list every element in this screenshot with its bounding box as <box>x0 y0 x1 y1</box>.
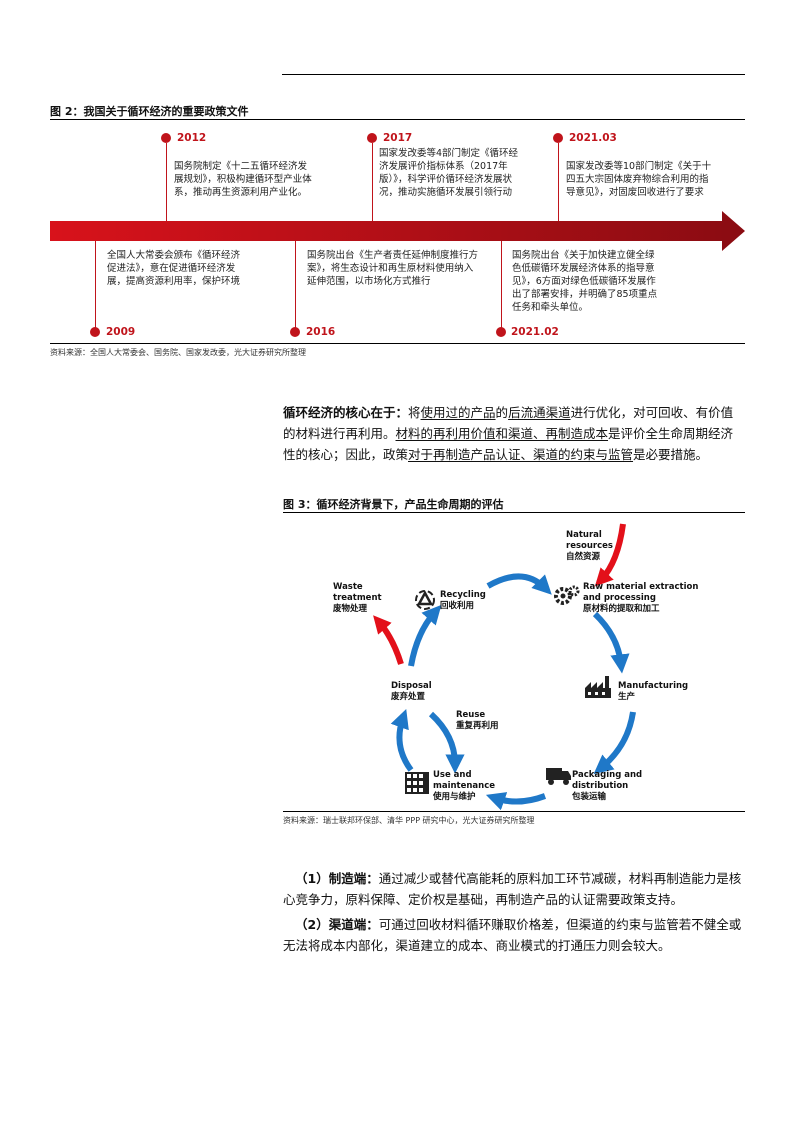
core-seg-5: 材料的再利用价值和渠道、再制造成本 <box>395 426 609 441</box>
point-1-text: 通过减少或替代高能耗的原料加工环节减碳，材料再制造能力是核心竞争力，原料保障、定… <box>283 871 742 907</box>
figure2-source: 资料来源：全国人大常委会、国务院、国家发改委，光大证券研究所整理 <box>50 348 306 357</box>
event-text-2017: 国家发改委等4部门制定《循环经济发展评价指标体系（2017年版）》，科学评价循环… <box>379 148 519 198</box>
lifecycle-diagram <box>373 523 636 810</box>
core-seg-3: 后流通渠道 <box>508 405 571 420</box>
arrow-disposal-to-waste <box>373 615 404 665</box>
figure2-title: 图 2：我国关于循环经济的重要政策文件 <box>50 105 249 118</box>
figure3-title: 图 3：循环经济背景下，产品生命周期的评估 <box>283 498 504 511</box>
node-disposal: Disposal 废弃处置 <box>391 681 432 702</box>
node-use: Use and maintenance 使用与维护 <box>433 770 496 802</box>
core-seg-7: 对于再制造产品认证、渠道的约束与监管 <box>408 447 634 462</box>
event-year-2017: 2017 <box>383 132 413 144</box>
timeline-dot-2021-02 <box>496 327 506 337</box>
header-rule <box>282 74 745 75</box>
event-text-2009: 全国人大常委会颁布《循环经济促进法》，意在促进循环经济发展，提高资源利用率，保护… <box>107 250 241 287</box>
timeline-dot-2009 <box>90 327 100 337</box>
node-natural: Natural resources 自然资源 <box>566 530 613 562</box>
node-waste: Waste treatment 废物处理 <box>333 582 382 614</box>
core-paragraph-lead: 循环经济的核心在于： <box>283 405 409 420</box>
event-year-2012: 2012 <box>177 132 207 144</box>
event-year-2009: 2009 <box>106 326 136 338</box>
figure3-bottom-rule <box>283 811 745 812</box>
core-paragraph: 循环经济的核心在于：将使用过的产品的后流通渠道进行优化，对可回收、有价值的材料进… <box>283 402 745 465</box>
node-recycling: Recycling 回收利用 <box>440 590 486 611</box>
event-text-2012: 国务院制定《十二五循环经济发展规划》，积极构建循环型产业体系，推动再生资源利用产… <box>174 161 312 198</box>
timeline-connector-2021-02 <box>501 241 502 329</box>
point-2-text: 可通过回收材料循环赚取价格差，但渠道的约束与监管若不健全或无法将成本内部化，渠道… <box>283 917 742 953</box>
core-seg-4: 进行优化，对可回收、有价值的材料进行再利用。 <box>283 405 734 441</box>
core-seg-0: 将 <box>408 405 421 420</box>
arrow-manufacturing-to-packaging <box>593 711 636 775</box>
timeline-connector-2016 <box>295 241 296 329</box>
node-packaging: Packaging and distribution 包装运输 <box>572 770 643 802</box>
arrow-natural-resources <box>594 523 626 587</box>
point-1-label: （1）制造端： <box>295 871 379 886</box>
node-reuse: Reuse 重复再利用 <box>456 710 499 731</box>
timeline-arrow <box>50 211 745 251</box>
figure3-source: 资料来源：瑞士联邦环保部、清华 PPP 研究中心，光大证券研究所整理 <box>283 816 535 825</box>
arrow-disposal-to-recycling <box>408 604 442 667</box>
point-2-label: （2）渠道端： <box>295 917 379 932</box>
gear-icon <box>554 585 580 605</box>
core-seg-6: 是评价全生命周期经济性的核心；因此，政策 <box>283 426 734 462</box>
truck-icon <box>546 768 571 785</box>
arrow-raw-to-manufacturing <box>592 611 630 674</box>
arrow-recycling-to-raw <box>486 573 552 595</box>
timeline-connector-2009 <box>95 241 96 329</box>
timeline-connector-2021-03 <box>558 143 559 221</box>
core-seg-1: 使用过的产品 <box>420 405 496 420</box>
event-text-2021-02: 国务院出台《关于加快建立健全绿色低碳循环发展经济体系的指导意见》，6方面对绿色低… <box>512 250 658 313</box>
timeline-dot-2021-03 <box>553 133 563 143</box>
arrow-use-to-disposal <box>390 708 414 772</box>
event-text-2021-03: 国家发改委等10部门制定《关于十四五大宗固体废弃物综合利用的指导意见》，对固废回… <box>566 161 712 198</box>
shelf-icon <box>405 772 429 794</box>
figure2-top-rule <box>50 119 745 120</box>
arrow-packaging-to-use <box>485 792 547 810</box>
node-raw-material: Raw material extraction and processing 原… <box>583 582 699 614</box>
timeline-dot-2012 <box>161 133 171 143</box>
point-channel: （2）渠道端：可通过回收材料循环赚取价格差，但渠道的约束与监管若不健全或无法将成… <box>283 914 745 956</box>
event-year-2021-02: 2021.02 <box>511 326 559 338</box>
figure2-bottom-rule <box>50 343 745 344</box>
timeline-dot-2017 <box>367 133 377 143</box>
figure3-top-rule <box>283 512 745 513</box>
timeline-dot-2016 <box>290 327 300 337</box>
point-manufacturing: （1）制造端：通过减少或替代高能耗的原料加工环节减碳，材料再制造能力是核心竞争力… <box>283 868 745 910</box>
timeline-connector-2012 <box>166 143 167 221</box>
core-seg-8: 是必要措施。 <box>633 447 709 462</box>
recycle-icon <box>415 590 435 610</box>
factory-icon <box>585 676 611 698</box>
event-text-2016: 国务院出台《生产者责任延伸制度推行方案》，将生态设计和再生原材料使用纳入延伸范围… <box>307 250 479 287</box>
event-year-2021-03: 2021.03 <box>569 132 617 144</box>
core-seg-2: 的 <box>495 405 509 420</box>
node-manufacturing: Manufacturing 生产 <box>618 681 689 702</box>
timeline-connector-2017 <box>372 143 373 221</box>
arrow-disposal-to-use <box>428 711 465 774</box>
event-year-2016: 2016 <box>306 326 336 338</box>
